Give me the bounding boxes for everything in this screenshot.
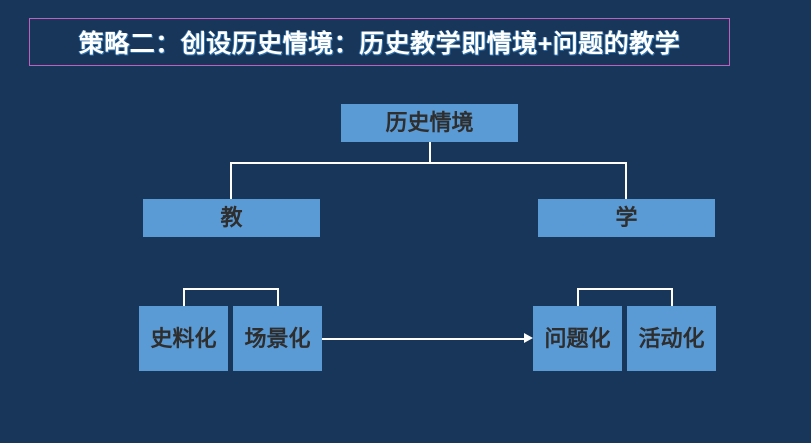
- node-root-historical-context[interactable]: 历史情境: [341, 104, 518, 142]
- connector-split-bar: [230, 162, 627, 164]
- node-wentihua[interactable]: 问题化: [533, 306, 622, 371]
- node-huodonghua[interactable]: 活动化: [627, 306, 716, 371]
- node-learn[interactable]: 学: [538, 199, 715, 237]
- connector-learn-drop: [625, 162, 627, 199]
- connector-arrow-line: [322, 338, 527, 340]
- node-teach[interactable]: 教: [143, 199, 320, 237]
- page-title: 策略二：创设历史情境：历史教学即情境+问题的教学: [78, 30, 681, 58]
- connector-right-bracket: [577, 288, 673, 290]
- node-changjinghua[interactable]: 场景化: [233, 306, 322, 371]
- arrow-head-icon: [524, 333, 533, 343]
- connector-root-stem: [429, 142, 431, 163]
- connector-right-bracket-tick-a: [577, 288, 579, 306]
- slide-title-box: 策略二：创设历史情境：历史教学即情境+问题的教学: [29, 18, 730, 66]
- connector-left-bracket: [183, 288, 279, 290]
- connector-left-bracket-tick-a: [183, 288, 185, 306]
- node-shiliaohua[interactable]: 史料化: [139, 306, 228, 371]
- connector-right-bracket-tick-b: [671, 288, 673, 306]
- connector-left-bracket-tick-b: [277, 288, 279, 306]
- connector-teach-drop: [230, 162, 232, 199]
